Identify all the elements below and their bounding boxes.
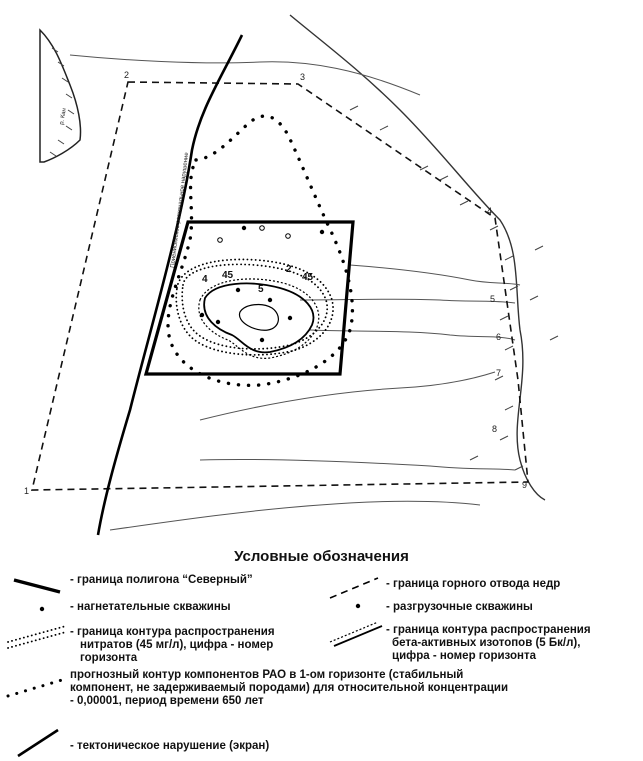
injection-well <box>235 287 241 293</box>
discharge-wells <box>217 225 291 243</box>
legend-beta-symbol <box>329 621 383 647</box>
tectonic-fault <box>96 34 244 536</box>
legend-forecast-line-3: - 0,00001, период времени 650 лет <box>70 695 264 707</box>
map: р. Кан 1 2 3 4 5 6 7 8 9 Приенисейское р… <box>24 14 559 536</box>
contour-label-45-left: 45 <box>222 270 234 281</box>
legend-mining-symbol <box>329 577 379 599</box>
polygon-boundary <box>143 220 355 376</box>
legend-injection-text: - нагнетательные скважины <box>70 601 231 613</box>
legend-nitrate-line-2: нитратов (45 мг/л), цифра - номер <box>80 639 274 651</box>
point-number-8: 8 <box>492 424 497 434</box>
river-bank <box>39 28 82 163</box>
legend-polygon-symbol <box>13 578 61 594</box>
legend-forecast-line-2: компонент, не задерживаемый породами) дл… <box>70 682 509 694</box>
point-number-2: 2 <box>124 70 129 80</box>
injection-well <box>287 315 293 321</box>
contour-label-4: 4 <box>202 274 208 285</box>
injection-well <box>215 319 221 325</box>
terrain-hatches <box>349 105 559 471</box>
legend-fault-text: - тектоническое нарушение (экран) <box>70 740 270 752</box>
point-number-1: 1 <box>24 486 29 496</box>
legend-discharge-symbol <box>355 603 361 609</box>
legend-nitrate-symbol <box>7 625 67 649</box>
legend-beta-text: - граница контура распространения бета-а… <box>386 624 591 663</box>
point-number-7: 7 <box>496 368 501 378</box>
terrain-top <box>69 54 421 96</box>
legend-nitrate-line-3: горизонта <box>80 652 138 664</box>
forecast-contour <box>166 114 355 388</box>
injection-well <box>259 337 265 343</box>
legend-beta-line-1: - граница контура распространения <box>386 624 591 636</box>
nitrate-contour <box>175 258 334 356</box>
river-hatching <box>49 47 75 157</box>
terrain-edge <box>289 14 546 501</box>
discharge-well <box>285 233 291 239</box>
injection-well <box>241 225 247 231</box>
point-number-4: 4 <box>487 206 492 216</box>
discharge-well <box>217 237 223 243</box>
mining-allotment-boundary <box>30 81 529 491</box>
point-number-5: 5 <box>490 294 495 304</box>
legend-nitrate-text: - граница контура распространения нитрат… <box>70 626 275 665</box>
legend-fault-symbol <box>17 728 59 758</box>
point-number-3: 3 <box>300 72 305 82</box>
beta-contour <box>198 278 320 359</box>
contour-label-45-right: 45 <box>302 272 314 283</box>
legend-polygon-text: - граница полигона “Северный” <box>70 574 253 586</box>
legend-symbols <box>6 577 383 758</box>
contour-label-2: 2 <box>286 264 292 275</box>
injection-well <box>267 297 273 303</box>
legend-title: Условные обозначения <box>234 548 409 565</box>
legend-beta-line-2: бета-активных изотопов (5 Бк/л), <box>392 637 581 649</box>
legend-discharge-text: - разгрузочные скважины <box>386 601 533 613</box>
legend-beta-line-3: цифра - номер горизонта <box>392 650 536 662</box>
river-label: р. Кан <box>59 108 68 126</box>
legend-forecast-line-1: прогнозный контур компонентов РАО в 1-ом… <box>70 669 464 681</box>
legend-forecast-text: прогнозный контур компонентов РАО в 1-ом… <box>70 669 508 708</box>
legend-nitrate-line-1: - граница контура распространения <box>70 626 275 638</box>
contour-label-5: 5 <box>258 284 264 295</box>
point-number-9: 9 <box>522 480 527 490</box>
injection-well <box>199 312 205 318</box>
injection-wells <box>199 225 325 343</box>
point-number-6: 6 <box>496 332 501 342</box>
legend-mining-text: - граница горного отвода недр <box>386 578 561 590</box>
discharge-well <box>259 225 265 231</box>
legend-injection-symbol <box>39 606 45 612</box>
injection-well <box>319 229 325 235</box>
legend-forecast-symbol <box>6 678 64 698</box>
